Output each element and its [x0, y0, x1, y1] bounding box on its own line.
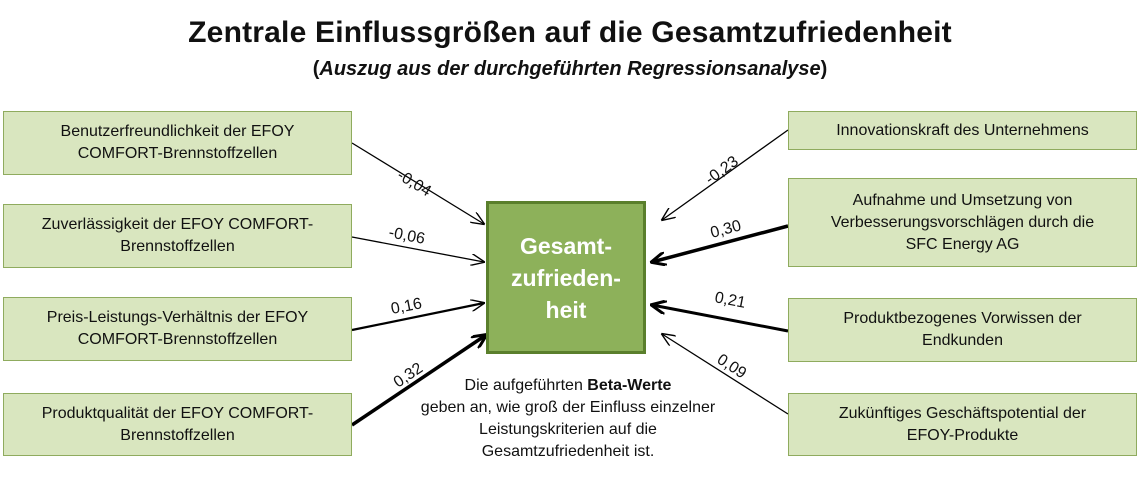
- beta-label-preis-leistung: 0,16: [390, 295, 424, 318]
- factor-label: Innovationskraft des Unternehmens: [836, 121, 1089, 139]
- factor-box-zuverlaessigkeit: Zuverlässigkeit der EFOY COMFORT- Brenns…: [3, 204, 352, 268]
- factor-box-produktqualitaet: Produktqualität der EFOY COMFORT- Brenns…: [3, 393, 352, 456]
- beta-label-zuverlaessigkeit: -0,06: [387, 224, 426, 248]
- beta-label-innovationskraft: -0,23: [702, 153, 742, 188]
- subtitle-italic: Auszug aus der durchgeführten Regression…: [319, 58, 821, 80]
- arrow-produktqualitaet: [351, 335, 486, 427]
- note-bold-term: Beta-Werte: [587, 377, 672, 394]
- center-box-gesamtzufriedenheit: Gesamt- zufrieden- heit: [486, 201, 646, 354]
- arrow-zuverlaessigkeit: [351, 236, 484, 262]
- factor-label: Zuverlässigkeit der EFOY COMFORT- Brenns…: [41, 216, 314, 255]
- factor-label: Preis-Leistungs-Verhältnis der EFOY COMF…: [46, 309, 309, 348]
- factor-label: Produktbezogenes Vorwissen der Endkunden: [843, 310, 1082, 349]
- arrow-geschaeftspotential: [662, 334, 789, 415]
- diagram-title: Zentrale Einflussgrößen auf die Gesamtzu…: [188, 16, 952, 49]
- factor-label: Produktqualität der EFOY COMFORT- Brenns…: [41, 404, 314, 444]
- factor-box-preis-leistung: Preis-Leistungs-Verhältnis der EFOY COMF…: [3, 297, 352, 361]
- beta-label-vorwissen: 0,21: [713, 289, 747, 312]
- center-label: Gesamt- zufrieden- heit: [511, 232, 621, 323]
- factor-box-innovationskraft: Innovationskraft des Unternehmens: [788, 111, 1137, 150]
- arrow-verbesserungsvorschlaege: [652, 224, 789, 262]
- arrow-vorwissen: [652, 305, 789, 333]
- factor-box-benutzerfreundlichkeit: Benutzerfreundlichkeit der EFOY COMFORT-…: [3, 111, 352, 175]
- factor-box-vorwissen: Produktbezogenes Vorwissen der Endkunden: [788, 298, 1137, 362]
- factor-label: Benutzerfreundlichkeit der EFOY COMFORT-…: [60, 123, 295, 162]
- factor-label: Zukünftiges Geschäftspotential der EFOY-…: [838, 404, 1087, 444]
- beta-label-benutzerfreundlichkeit: -0,04: [394, 167, 434, 200]
- factor-box-geschaeftspotential: Zukünftiges Geschäftspotential der EFOY-…: [788, 393, 1137, 456]
- diagram-subtitle: (Auszug aus der durchgeführten Regressio…: [312, 58, 828, 80]
- arrow-innovationskraft: [662, 129, 789, 220]
- factor-label: Aufnahme und Umsetzung von Verbesserungs…: [830, 191, 1095, 253]
- arrow-preis-leistung: [351, 303, 484, 332]
- factor-box-verbesserungsvorschlaege: Aufnahme und Umsetzung von Verbesserungs…: [788, 178, 1137, 267]
- arrow-benutzerfreundlichkeit: [351, 142, 484, 224]
